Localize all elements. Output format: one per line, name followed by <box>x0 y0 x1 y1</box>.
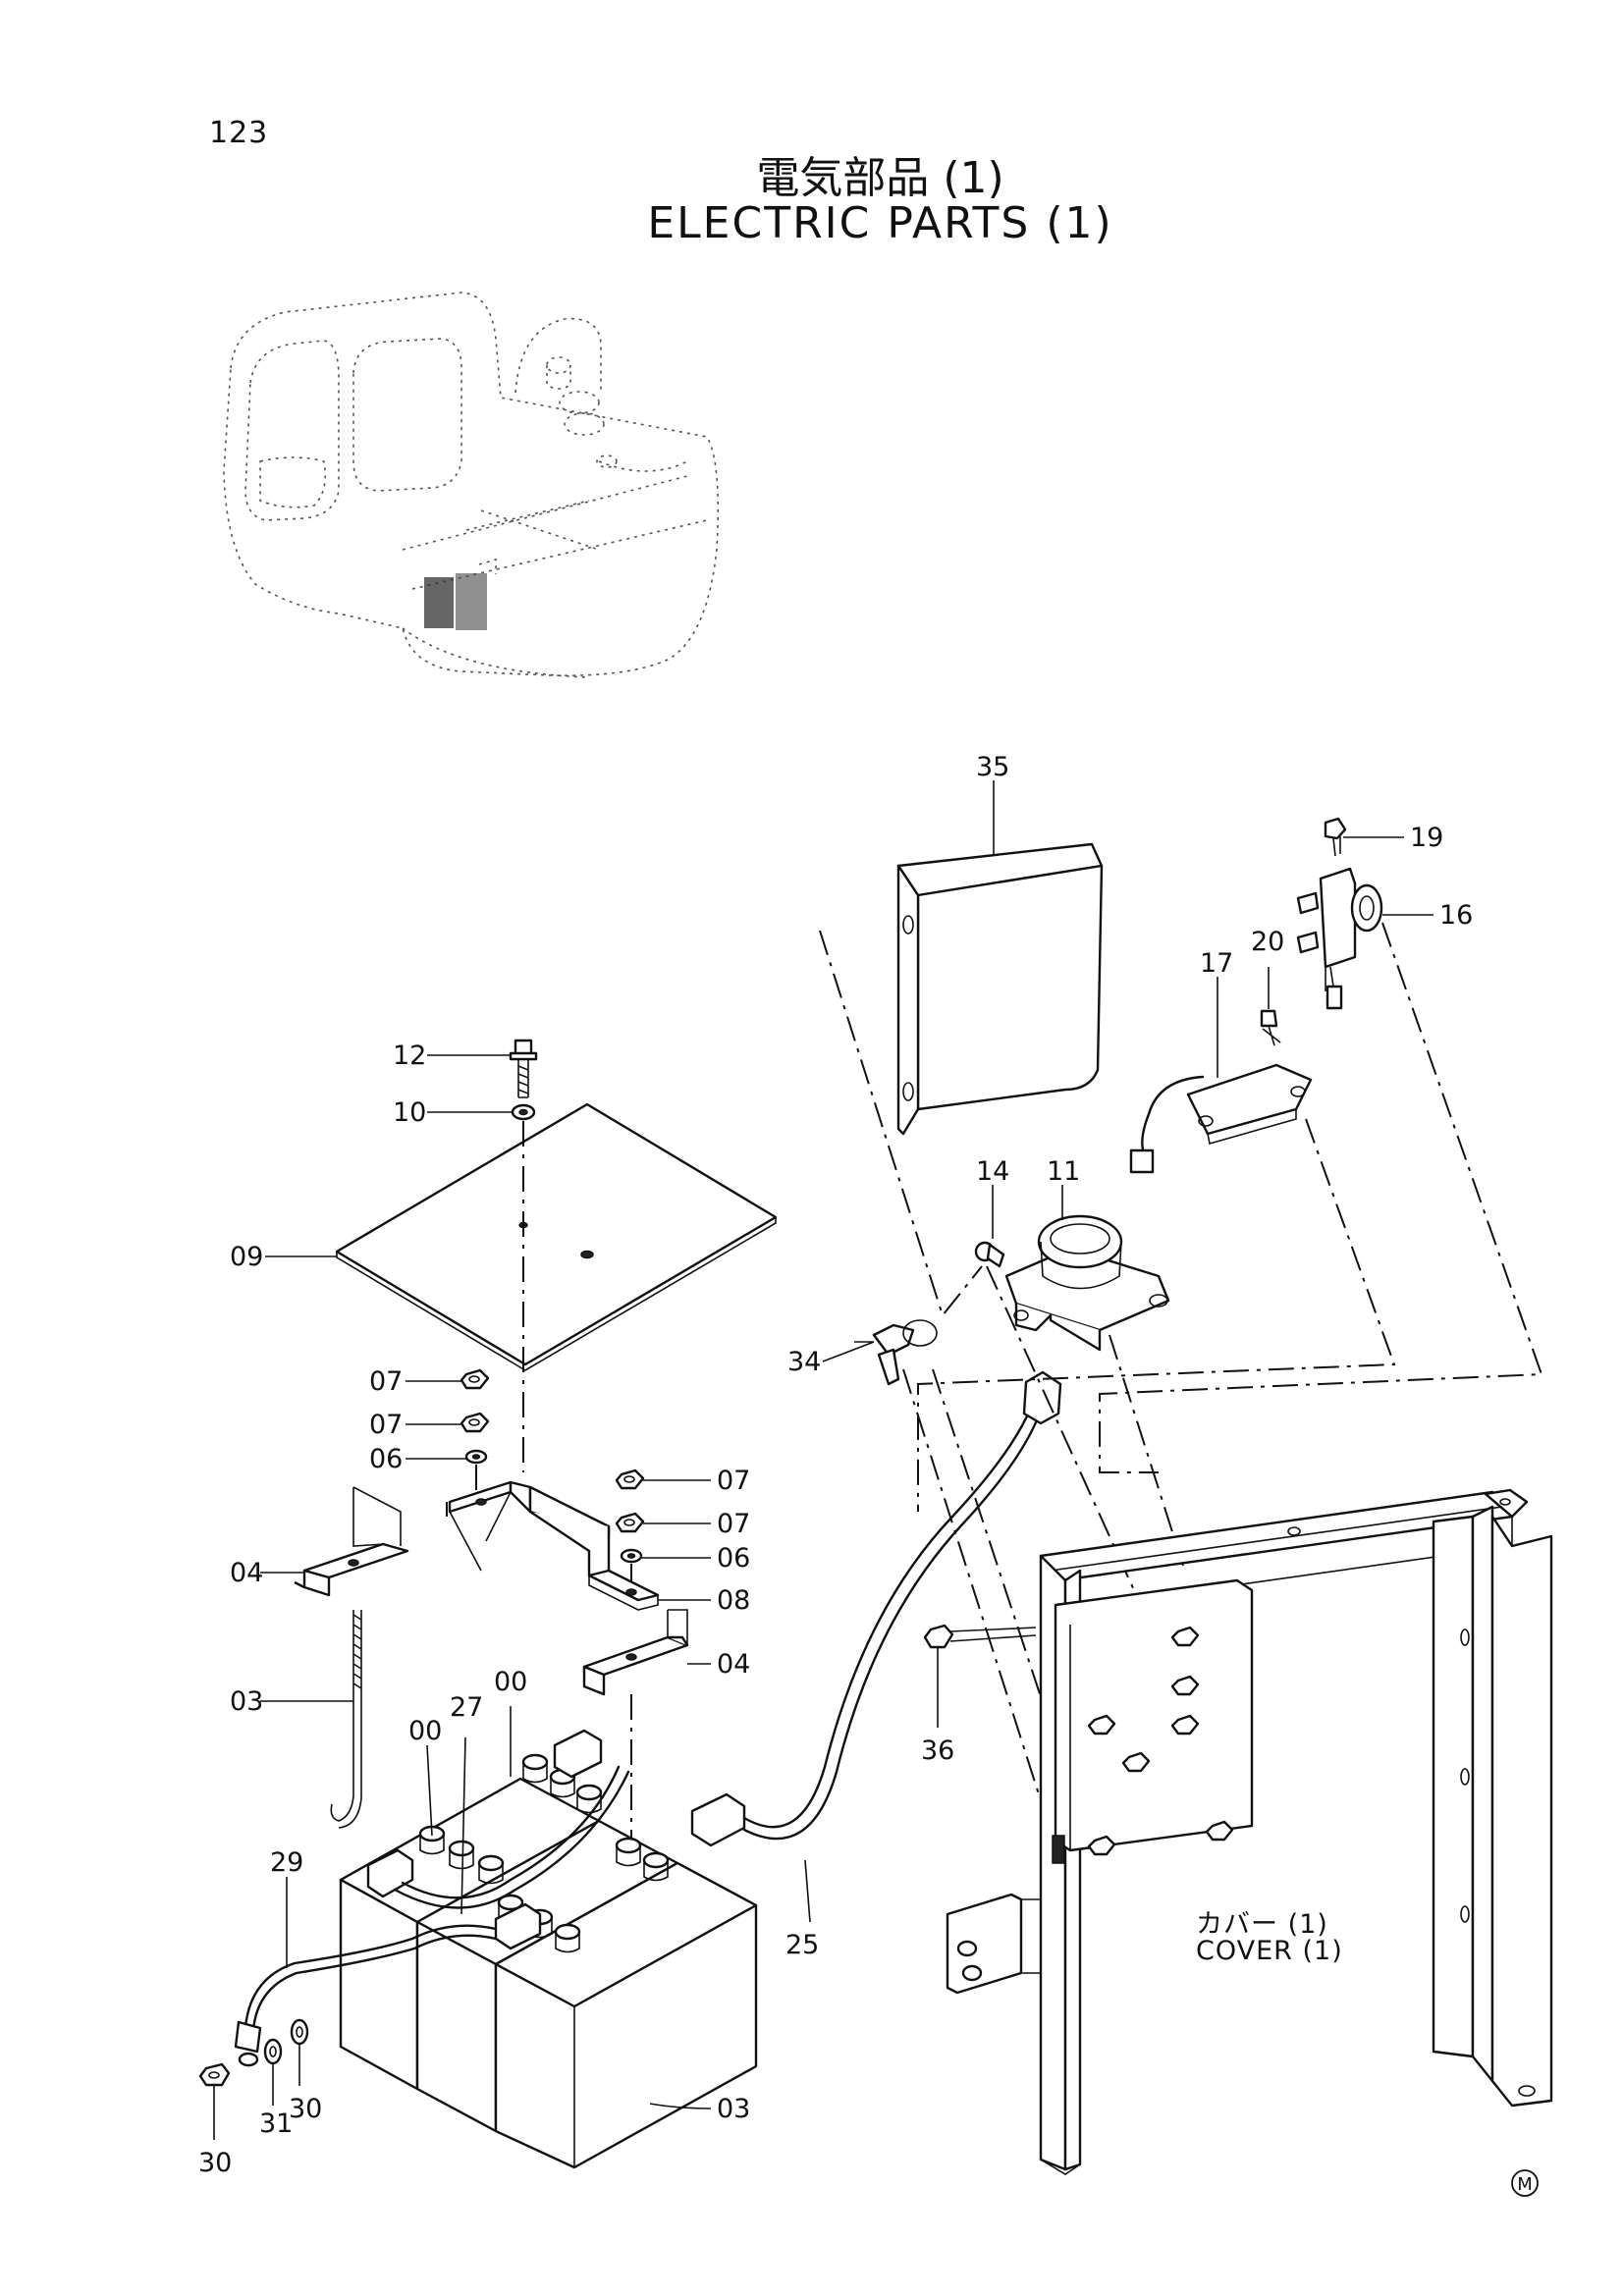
cover-note-english: COVER (1) <box>1196 1936 1343 1966</box>
battery-relay-11 <box>1004 1214 1170 1352</box>
callout-30-left: 30 <box>198 2148 232 2178</box>
bracket-04-right <box>582 1609 689 1696</box>
callout-04-right: 04 <box>717 1649 750 1680</box>
battery-right-00 <box>415 1819 758 2169</box>
relay-mount-line-d <box>902 1368 1047 1817</box>
relay-16 <box>1296 867 1383 1010</box>
cable-29-outline <box>251 1934 498 2032</box>
callout-20: 20 <box>1251 927 1284 957</box>
callout-00-left: 00 <box>408 1716 442 1746</box>
screw-20 <box>1260 1009 1281 1046</box>
relay-mount-line-b <box>1109 1334 1184 1567</box>
terminal-boots <box>366 1729 746 1950</box>
cable-25 <box>742 1392 1038 1829</box>
svg-text:M: M <box>1517 2174 1533 2195</box>
nut-30-left <box>198 2062 231 2087</box>
callout-34: 34 <box>787 1347 821 1377</box>
callout-16: 16 <box>1439 900 1473 931</box>
callout-19: 19 <box>1410 823 1443 853</box>
callout-12: 12 <box>393 1041 426 1071</box>
callout-03-left: 03 <box>230 1686 263 1717</box>
relay-17 <box>1129 1063 1313 1174</box>
bolt-12 <box>509 1039 538 1098</box>
manufacturer-mark: M <box>1511 2169 1539 2197</box>
callout-29: 29 <box>270 1847 303 1878</box>
harness-route-middle <box>917 1118 1396 1512</box>
cable-27-outline <box>393 1770 630 1909</box>
callout-04-left: 04 <box>230 1558 263 1588</box>
callout-00-right: 00 <box>494 1667 527 1697</box>
cable-29 <box>243 1924 498 2029</box>
washer-06-left <box>464 1449 488 1465</box>
screw-19 <box>1324 817 1347 857</box>
nut-07-lower-left <box>460 1412 490 1433</box>
j-bolt-03-left <box>330 1610 362 1829</box>
callout-06-right: 06 <box>717 1543 750 1574</box>
callout-14: 14 <box>976 1156 1009 1187</box>
battery-caps <box>418 1753 670 1953</box>
callout-25: 25 <box>785 1930 819 1960</box>
callout-09: 09 <box>230 1242 263 1272</box>
bracket-04-left <box>294 1486 409 1597</box>
cover-note-japanese: カバー (1) <box>1196 1909 1328 1940</box>
callout-11: 11 <box>1047 1156 1080 1187</box>
page-number: 123 <box>209 116 269 150</box>
clip-34 <box>854 1319 938 1386</box>
callout-10: 10 <box>393 1097 426 1128</box>
callout-30-right: 30 <box>289 2094 322 2124</box>
nut-07-upper-left <box>460 1368 490 1390</box>
screw-14 <box>974 1241 1005 1268</box>
callout-08: 08 <box>717 1585 750 1616</box>
callout-07-lower-right: 07 <box>717 1509 750 1539</box>
bolt-36 <box>923 1624 1037 1649</box>
ground-terminal <box>234 2020 262 2067</box>
callout-07-upper-left: 07 <box>369 1366 403 1397</box>
mounting-bolts <box>1087 1626 1234 1856</box>
callout-07-upper-right: 07 <box>717 1466 750 1496</box>
cable-25-outline <box>742 1396 1047 1841</box>
callout-03-right: 03 <box>717 2094 750 2124</box>
washer-06-right <box>620 1548 643 1564</box>
page-title-japanese: 電気部品 (1) <box>756 153 1004 203</box>
leader-lines <box>213 780 1434 2140</box>
cover-frame <box>946 1488 1553 2175</box>
callout-labels: 35 19 16 20 17 12 10 14 11 09 34 07 07 0… <box>198 752 1473 2178</box>
callout-35: 35 <box>976 752 1009 782</box>
cover-35 <box>896 842 1104 1136</box>
page-title-english: ELECTRIC PARTS (1) <box>647 198 1113 248</box>
callout-06-left: 06 <box>369 1444 403 1474</box>
harness-route-right <box>1099 922 1543 1473</box>
bracket-08 <box>446 1480 660 1611</box>
cable-27 <box>401 1765 621 1899</box>
callout-07-lower-left: 07 <box>369 1410 403 1440</box>
machine-overview-illustration <box>223 292 720 678</box>
washer-31 <box>263 2038 283 2065</box>
washer-10 <box>511 1103 536 1121</box>
relay-mount-line-c <box>932 1368 1081 1817</box>
callout-27: 27 <box>450 1692 483 1723</box>
nut-07-lower-right <box>615 1512 645 1533</box>
nut-07-upper-right <box>615 1468 645 1490</box>
nut-30-right <box>290 2018 309 2046</box>
callout-17: 17 <box>1200 948 1233 979</box>
battery-plate-09 <box>335 1102 778 1371</box>
callout-31: 31 <box>259 2109 293 2139</box>
cable-25-boot <box>1022 1370 1062 1425</box>
callout-36: 36 <box>921 1735 954 1766</box>
